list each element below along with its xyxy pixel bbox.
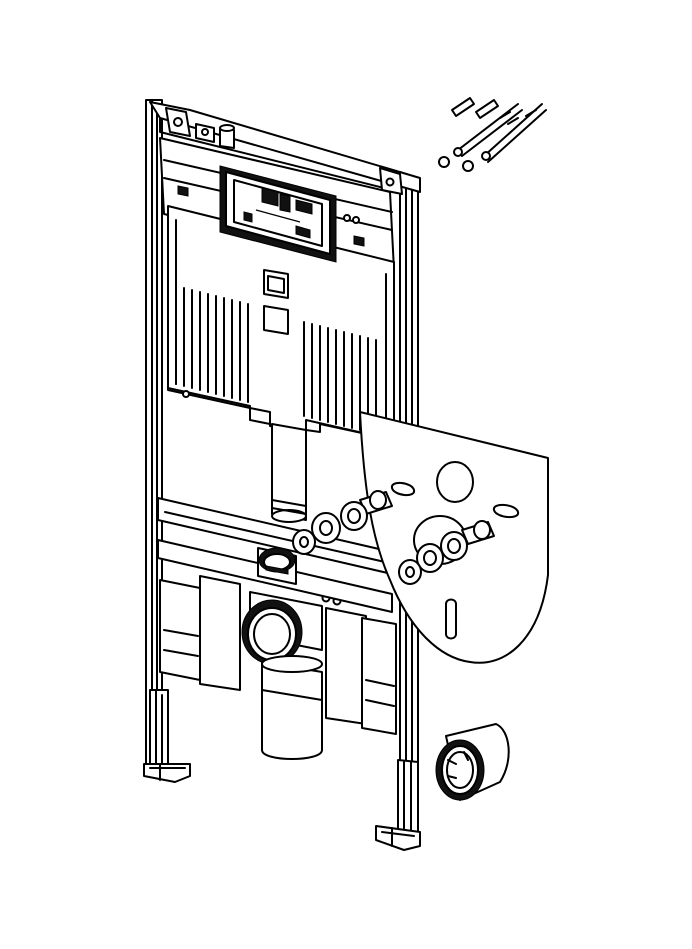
flush-plate-opening [219, 165, 337, 263]
left-leg [149, 689, 169, 771]
flush-mechanism-part [261, 187, 279, 207]
inspection-window-2 [263, 305, 289, 335]
left-mount-plate [199, 575, 241, 691]
mounting-studs [292, 490, 495, 585]
right-lower-box [361, 617, 397, 735]
flush-pipe [271, 423, 307, 523]
drain-elbow [241, 547, 323, 760]
right-mount-plate [325, 607, 367, 725]
top-rail [149, 101, 421, 193]
fixing-bolts [438, 97, 547, 172]
cistern-ribs-left [175, 285, 249, 403]
connection-sleeve [435, 723, 510, 801]
cistern-ribs-right [303, 321, 377, 435]
left-foot [143, 763, 191, 783]
